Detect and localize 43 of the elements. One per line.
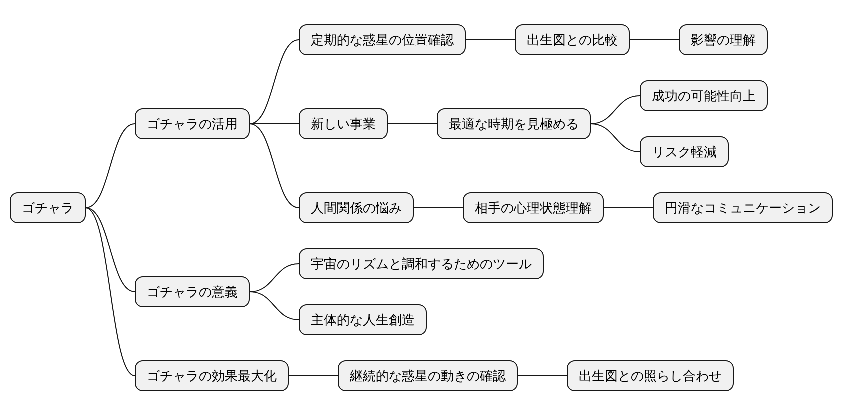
topic-label: ゴチャラ xyxy=(22,200,74,217)
topic-label: ゴチャラの効果最大化 xyxy=(147,368,277,385)
topic-box xyxy=(463,192,604,224)
topic-box xyxy=(299,192,414,224)
topic-box xyxy=(299,24,466,56)
connector-line xyxy=(590,124,640,152)
topic-label: ゴチャラの活用 xyxy=(147,116,238,133)
topic-box xyxy=(338,360,518,392)
topic-box xyxy=(640,80,768,112)
topic-label: 主体的な人生創造 xyxy=(311,312,415,329)
topic-label: 最適な時期を見極める xyxy=(449,116,579,133)
connector-line xyxy=(86,208,136,376)
topic-label: 継続的な惑星の動きの確認 xyxy=(350,368,506,385)
topic-box xyxy=(299,304,427,336)
topic-label: 相手の心理状態理解 xyxy=(475,200,592,217)
topic-label: 新しい事業 xyxy=(311,116,376,133)
topic-box xyxy=(135,276,250,308)
connector-line xyxy=(86,124,136,208)
connector-line xyxy=(250,40,300,124)
topic-box xyxy=(135,108,250,140)
topic-box xyxy=(10,192,86,224)
topic-label: リスク軽減 xyxy=(652,144,717,161)
topic-label: 円滑なコミュニケーション xyxy=(665,200,821,217)
topic-label: 出生図との比較 xyxy=(527,32,618,49)
topic-label: 宇宙のリズムと調和するためのツール xyxy=(311,256,532,273)
topic-label: 出生図との照らし合わせ xyxy=(579,368,722,385)
topic-label: 人間関係の悩み xyxy=(311,200,402,217)
topic-box xyxy=(437,108,591,140)
topic-box xyxy=(299,108,388,140)
topic-box xyxy=(640,136,729,168)
topic-label: ゴチャラの意義 xyxy=(147,284,238,301)
topic-box xyxy=(299,248,544,280)
topic-box xyxy=(653,192,833,224)
topic-label: 定期的な惑星の位置確認 xyxy=(311,32,454,49)
topic-label: 成功の可能性向上 xyxy=(652,88,756,105)
topic-box xyxy=(515,24,630,56)
connector-line xyxy=(250,124,300,208)
topic-label: 影響の理解 xyxy=(691,32,756,49)
connector-line xyxy=(250,292,300,320)
connector-line xyxy=(86,208,136,292)
topic-box xyxy=(567,360,734,392)
topic-box xyxy=(679,24,768,56)
topic-box xyxy=(135,360,289,392)
